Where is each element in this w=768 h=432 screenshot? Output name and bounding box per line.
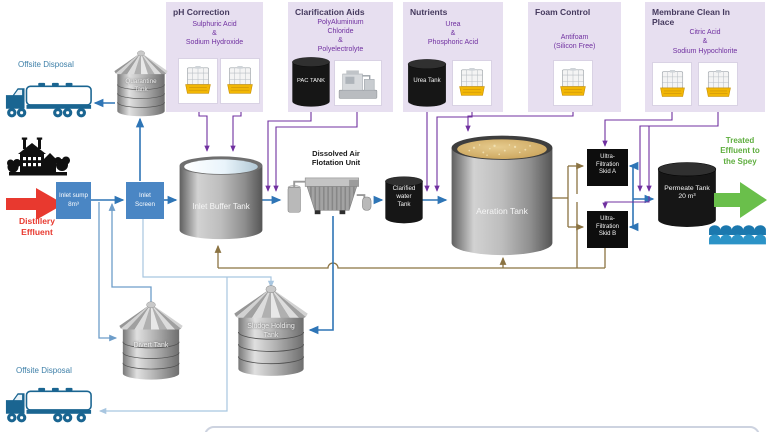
station-clarification-aids: Clarification Aids PolyAluminium Chlorid…: [288, 2, 393, 112]
divert-tank-lines: [98, 202, 152, 342]
container-box: [698, 62, 738, 106]
distillery-icon: [6, 134, 70, 180]
station-chemicals: Sulphuric Acid & Sodium Hydroxide: [185, 21, 244, 47]
offsite-truck-top: [3, 78, 95, 122]
inlet-screen: Inlet Screen: [126, 182, 164, 219]
sludge-holding-tank: Sludge Holding Tank: [229, 279, 313, 381]
influent-arrow: [6, 184, 66, 224]
ibc-container-icon: [560, 68, 586, 96]
skid-label: Ultra- Filtration Skid B: [595, 216, 619, 237]
process-flow-lines: [91, 98, 655, 335]
station-membrane-cip: Membrane Clean In Place Citric Acid & So…: [645, 2, 765, 112]
uf-skid-b: Ultra- Filtration Skid B: [587, 211, 628, 248]
tank-label: Inlet Buffer Tank: [192, 202, 250, 211]
station-chemicals: PolyAluminium Chloride & Polyelectrolyte: [317, 19, 364, 54]
divert-tank: Divert Tank: [114, 296, 188, 384]
river-waves-icon: [708, 220, 768, 248]
inlet-screen-label: Inlet Screen: [135, 192, 155, 208]
inlet-buffer-tank: Inlet Buffer Tank: [175, 146, 267, 248]
tank-label: Quarantine Tank: [125, 78, 157, 93]
container-box: [220, 58, 260, 104]
inlet-sump: Inlet sump 8m³: [56, 182, 91, 219]
station-foam-control: Foam Control Antifoam (Silicon Free): [528, 2, 621, 112]
offsite-disposal-bottom-label: Offsite Disposal: [16, 366, 72, 375]
ibc-container-icon: [227, 66, 253, 94]
daf-machine-icon: [287, 177, 372, 215]
quarantine-tank: Quarantine Tank: [110, 46, 172, 120]
silo-icon: [119, 301, 183, 380]
screenings-to-sludge-line: [98, 218, 275, 415]
ibc-container-icon: [459, 68, 485, 96]
ibc-container-icon: [659, 69, 685, 97]
inlet-sump-label: Inlet sump 8m³: [58, 192, 89, 208]
station-title: Clarification Aids: [295, 7, 365, 17]
dosing-machine-icon: [338, 70, 378, 99]
chemical-tank-icon: [385, 176, 423, 224]
daf-unit: [284, 176, 376, 218]
skid-label: Ultra- Filtration Skid A: [595, 154, 619, 175]
tank-label: Clarified water Tank: [392, 185, 416, 208]
station-chemicals: Antifoam (Silicon Free): [553, 34, 596, 51]
tank-label: Aeration Tank: [476, 206, 528, 216]
station-chemicals: Urea & Phosphoric Acid: [427, 21, 479, 47]
station-chemicals: Citric Acid & Sodium Hypochlorite: [672, 29, 738, 55]
station-ph-correction: pH Correction Sulphuric Acid & Sodium Hy…: [166, 2, 263, 112]
offsite-truck-bottom: [3, 383, 95, 427]
chemical-tank-icon: [292, 57, 330, 107]
tank-label: Divert Tank: [133, 342, 169, 349]
permeate-tank: Permeate Tank 20 m³: [656, 161, 718, 229]
container-box: [652, 62, 692, 106]
treated-effluent-label: Treated Effluent to the Spey: [720, 136, 760, 166]
ibc-container-icon: [185, 66, 211, 94]
aeration-tank: Aeration Tank: [446, 121, 558, 266]
chemical-tank-icon: [657, 162, 717, 227]
container-box: [178, 58, 218, 104]
station-title: Foam Control: [535, 7, 591, 17]
pac-tank: PAC TANK: [291, 56, 331, 108]
open-tank-icon: [179, 156, 263, 240]
tank-label: PAC TANK: [296, 78, 326, 84]
tank-label: Urea Tank: [413, 78, 441, 84]
container-box: [334, 60, 382, 106]
daf-unit-label: Dissolved Air Flotation Unit: [311, 149, 361, 168]
station-title: Nutrients: [410, 7, 448, 17]
container-box: [553, 60, 593, 106]
station-title: Membrane Clean In Place: [652, 7, 730, 28]
station-nutrients: Nutrients Urea & Phosphoric Acid Urea Ta…: [403, 2, 503, 112]
tanker-truck-icon: [5, 82, 92, 118]
effluent-arrow: [714, 180, 768, 220]
uf-skid-a: Ultra- Filtration Skid A: [587, 149, 628, 186]
ibc-container-icon: [705, 69, 731, 97]
open-tank-icon: [451, 135, 553, 256]
silo-icon: [114, 50, 168, 117]
distillery-effluent-label: Distillery Effluent: [19, 216, 55, 237]
clarified-water-tank: Clarified water Tank: [384, 175, 424, 225]
container-box: [452, 60, 492, 106]
urea-tank: Urea Tank: [406, 58, 448, 108]
station-title: pH Correction: [173, 7, 230, 17]
tank-label: Sludge Holding Tank: [247, 323, 295, 339]
chemical-tank-icon: [407, 59, 447, 107]
tanker-truck-icon: [5, 387, 92, 423]
offsite-disposal-top-label: Offsite Disposal: [18, 60, 74, 69]
tank-label: Permeate Tank 20 m³: [664, 185, 710, 201]
